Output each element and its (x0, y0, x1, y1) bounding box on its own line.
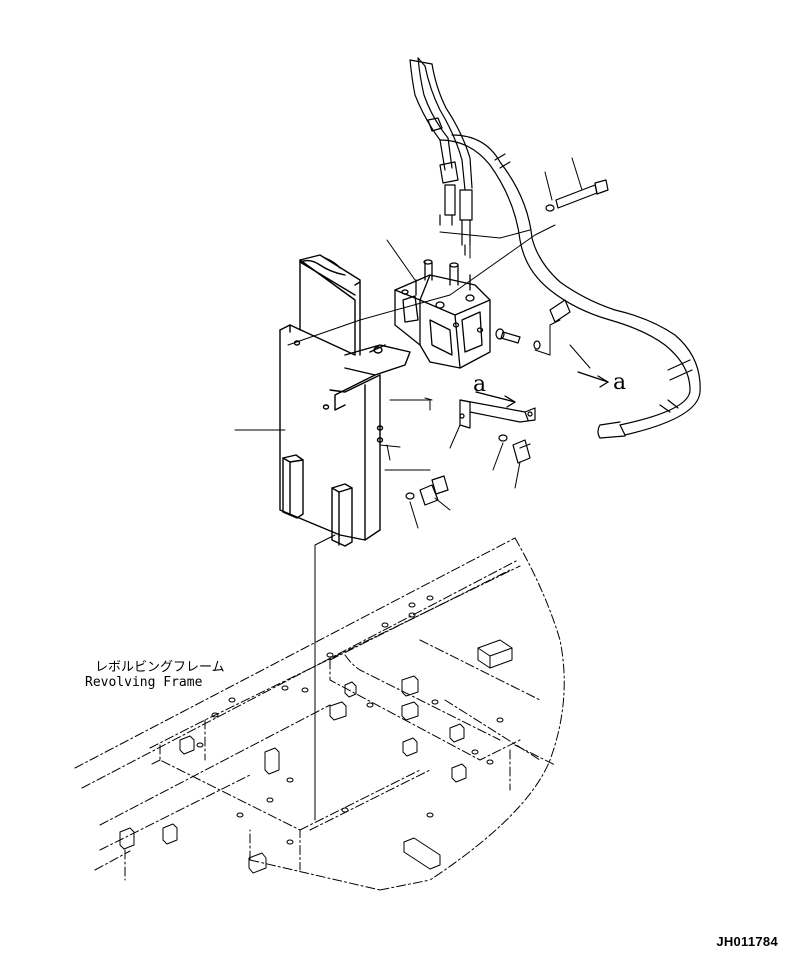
reference-letter-a-bracket: a (473, 372, 487, 397)
wiring-harness (409, 57, 701, 439)
leader-lines (234, 157, 591, 529)
control-unit (394, 259, 491, 369)
mounting-bracket (279, 254, 411, 547)
frame-label-japanese: レボルビングフレーム (95, 660, 225, 675)
reference-letter-a-hose: a (613, 370, 627, 395)
frame-bosses (119, 595, 513, 874)
revolving-frame (74, 537, 565, 891)
drawing-number: JH011784 (716, 934, 778, 949)
fasteners (405, 179, 609, 506)
frame-label-english: Revolving Frame (85, 675, 203, 690)
mount-pointer-line (314, 534, 336, 821)
reference-arrows (475, 371, 609, 408)
